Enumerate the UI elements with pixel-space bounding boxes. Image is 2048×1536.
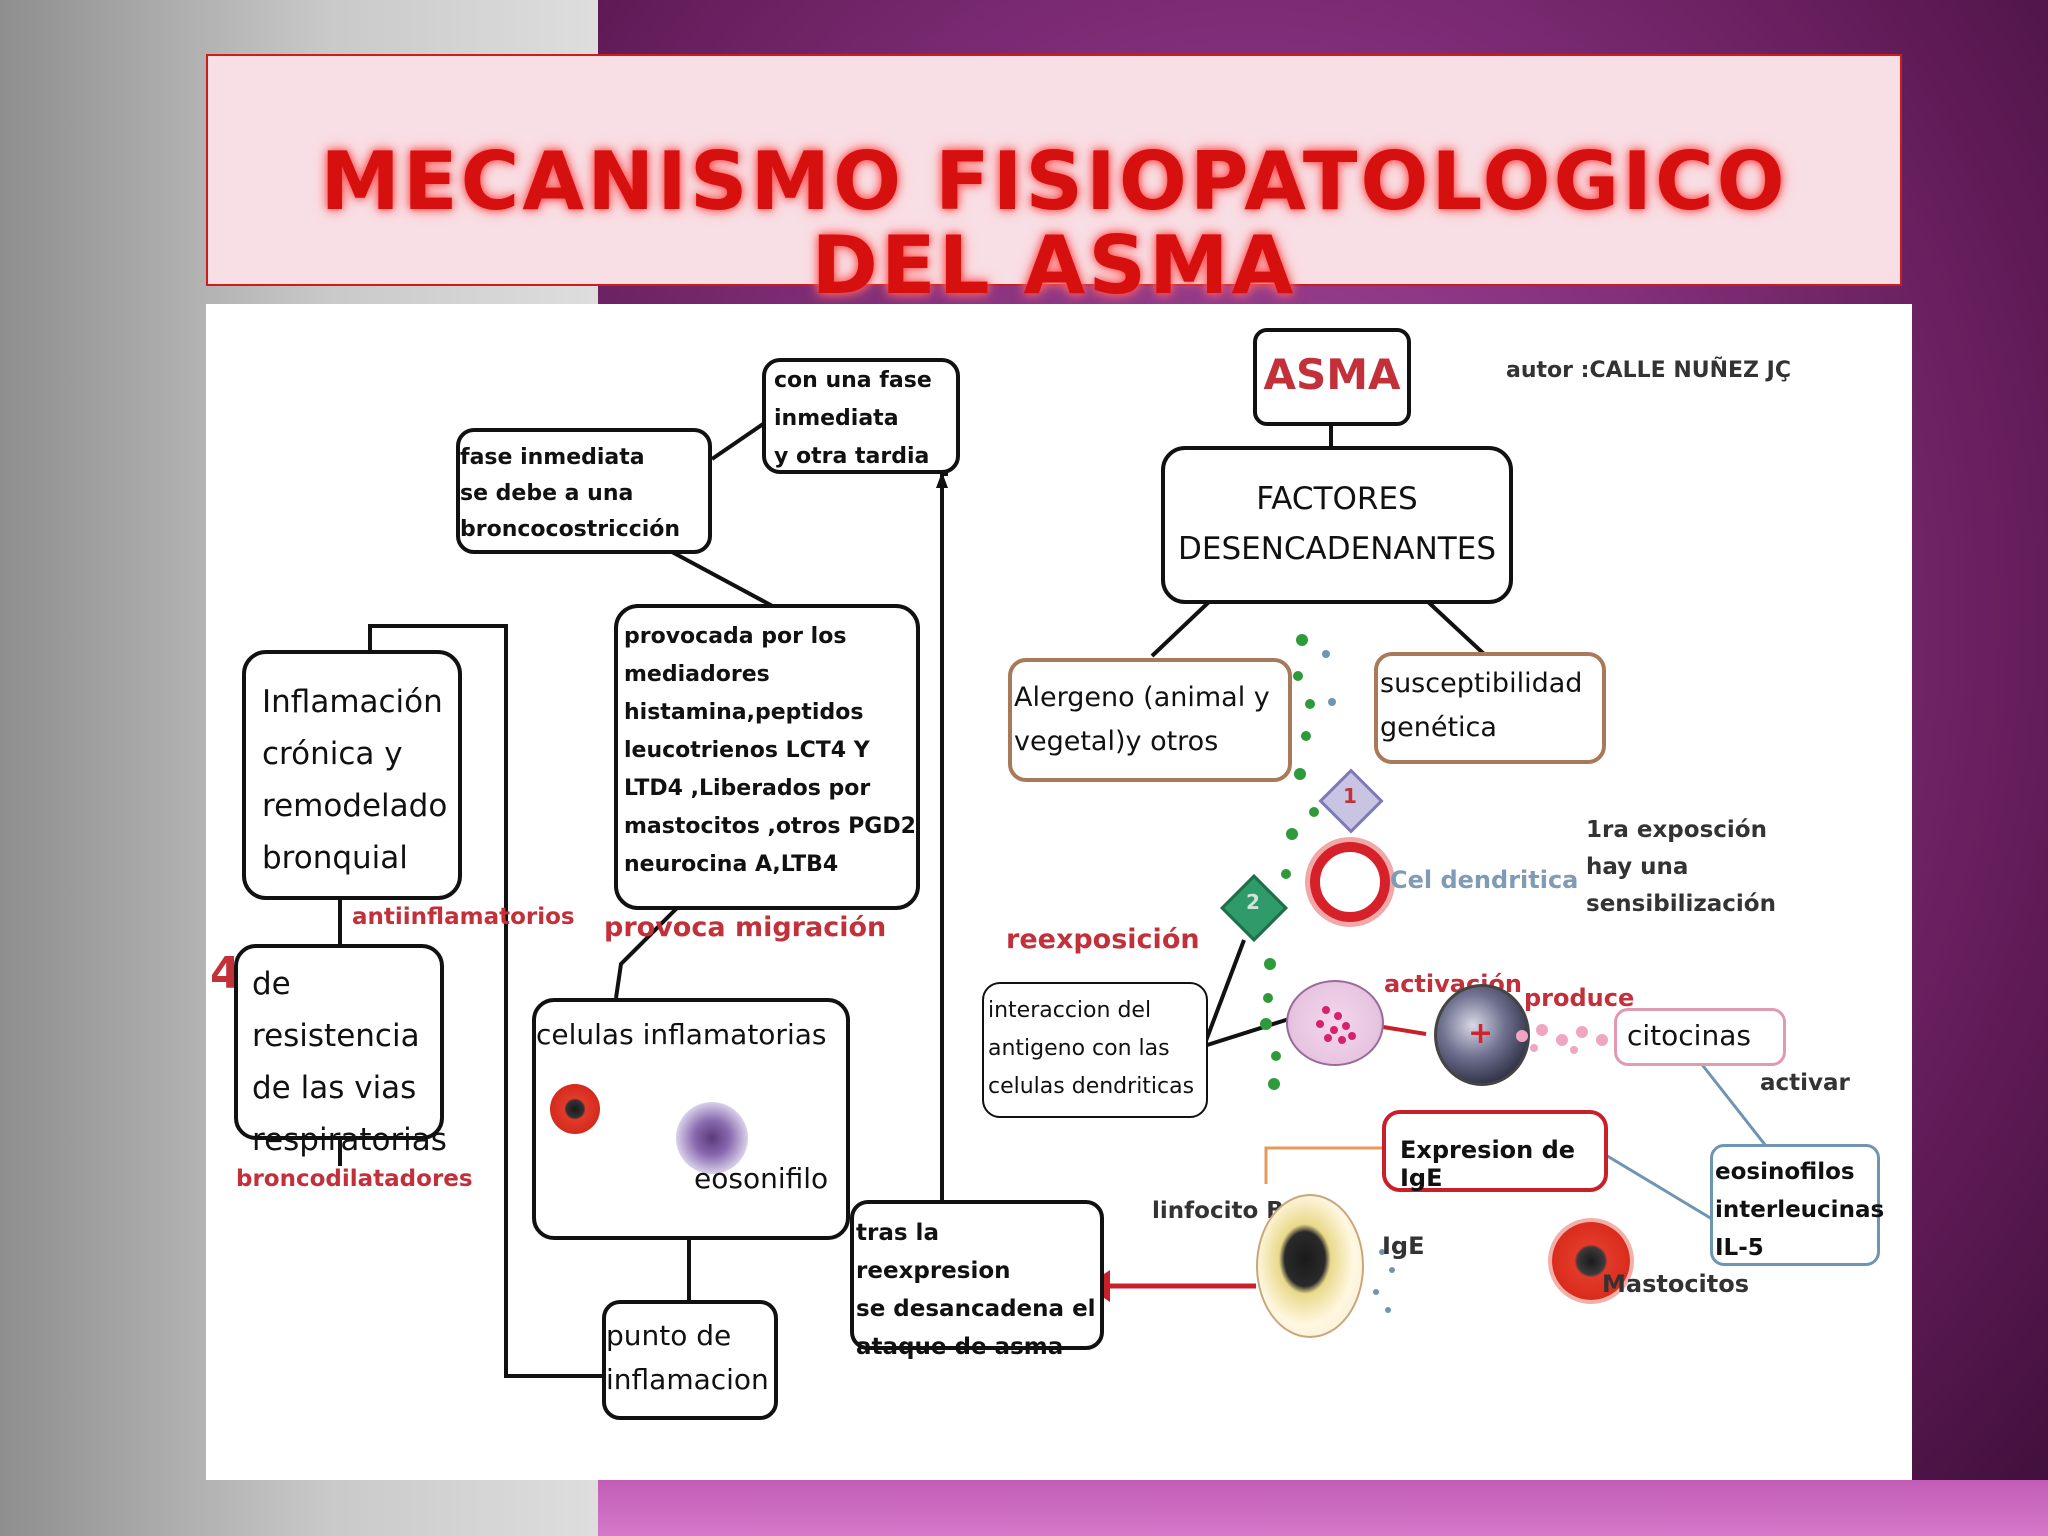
expresion-ige-box: Expresion de IgE bbox=[1382, 1110, 1608, 1192]
citocinas-box: citocinas bbox=[1614, 1008, 1786, 1066]
provocada-box: provocada por los mediadores histamina,p… bbox=[614, 604, 920, 910]
antigen-cell-dots bbox=[1286, 980, 1380, 1062]
line-citocinas-eosinofilos bbox=[1700, 1062, 1766, 1146]
line-fase-con-fase bbox=[712, 422, 766, 459]
asma-box: ASMA bbox=[1253, 328, 1411, 426]
factores-box: FACTORES DESENCADENANTES bbox=[1161, 446, 1513, 604]
diagram-panel: ASMA autor :CALLE NUÑEZ JÇ FACTORES DESE… bbox=[206, 304, 1912, 1480]
tras-box: tras la reexpresion se desancadena el at… bbox=[850, 1200, 1104, 1350]
line-factores-susceptibilidad bbox=[1426, 600, 1484, 654]
interaccion-label: interaccion del antigeno con las celulas… bbox=[988, 992, 1194, 1106]
activated-cell-cross: + bbox=[1468, 1016, 1493, 1051]
mastocito-small-icon bbox=[550, 1084, 600, 1134]
exposicion-label: 1ra exposción hay una sensibilización bbox=[1586, 812, 1776, 923]
eosinofilos-box: eosinofilos interleucinas IL-5 bbox=[1710, 1144, 1880, 1266]
line-expresion-eosinofilos bbox=[1604, 1154, 1712, 1219]
expresion-ige-label: Expresion de IgE bbox=[1400, 1136, 1604, 1192]
reexposicion-label: reexposición bbox=[1006, 924, 1200, 955]
broncodilatadores-label: broncodilatadores bbox=[236, 1166, 473, 1192]
tras-label: tras la reexpresion se desancadena el at… bbox=[856, 1214, 1100, 1366]
line-fase-provocada bbox=[672, 552, 778, 609]
cel-dendritica-label: Cel dendritica bbox=[1390, 866, 1578, 894]
line-interaccion-marker2 bbox=[1204, 940, 1244, 1046]
inflamacion-cronica-box: Inflamación crónica y remodelado bronqui… bbox=[242, 650, 462, 900]
slide-title: MECANISMO FISIOPATOLOGICO DEL ASMA bbox=[206, 140, 1902, 308]
susceptibilidad-box: susceptibilidad genética bbox=[1374, 652, 1606, 764]
eosinofilos-label: eosinofilos interleucinas IL-5 bbox=[1715, 1153, 1884, 1267]
line-interaccion-cell bbox=[1204, 1019, 1289, 1046]
provocada-label: provocada por los mediadores histamina,p… bbox=[624, 618, 916, 884]
line-tras-con-fase bbox=[942, 474, 948, 1204]
resistencia-label: de resistencia de las vias respiratorias bbox=[252, 958, 447, 1166]
mastocitos-label: Mastocitos bbox=[1602, 1270, 1749, 1298]
ige-label: IgE bbox=[1382, 1232, 1425, 1260]
author-label: autor :CALLE NUÑEZ JÇ bbox=[1506, 358, 1791, 383]
alergeno-label: Alergeno (animal y vegetal)y otros bbox=[1014, 676, 1270, 764]
celulas-inflamatorias-box: celulas inflamatorias eosonifilo bbox=[532, 998, 850, 1240]
interaccion-box: interaccion del antigeno con las celulas… bbox=[982, 982, 1208, 1118]
line-linfocito-bracket bbox=[1266, 1148, 1384, 1184]
punto-inflamacion-box: punto de inflamacion bbox=[602, 1300, 778, 1420]
con-una-fase-label: con una fase inmediata y otra tardia bbox=[774, 362, 932, 476]
resistencia-box: de resistencia de las vias respiratorias bbox=[234, 944, 444, 1140]
celulas-inflamatorias-label: celulas inflamatorias bbox=[536, 1018, 826, 1051]
activar-label: activar bbox=[1760, 1070, 1850, 1096]
fase-inmediata-box: fase inmediata se debe a una broncocostr… bbox=[456, 428, 712, 554]
background-bottom-strip bbox=[598, 1480, 2048, 1536]
asma-label: ASMA bbox=[1257, 350, 1407, 399]
dendritic-cell-icon bbox=[1310, 842, 1390, 922]
citocinas-label: citocinas bbox=[1627, 1019, 1751, 1052]
marker-2-label: 2 bbox=[1246, 890, 1260, 914]
cytokine-particles bbox=[1512, 1010, 1622, 1060]
fase-inmediata-label: fase inmediata se debe a una broncocostr… bbox=[460, 440, 680, 548]
line-factores-alergeno bbox=[1152, 600, 1211, 656]
punto-inflamacion-label: punto de inflamacion bbox=[606, 1314, 769, 1402]
produce-label: produce bbox=[1524, 984, 1634, 1012]
marker-1-label: 1 bbox=[1343, 784, 1357, 808]
linfocito-b-icon bbox=[1256, 1194, 1364, 1338]
susceptibilidad-label: susceptibilidad genética bbox=[1380, 662, 1582, 750]
antiinflamatorios-label: antiinflamatorios bbox=[352, 904, 575, 930]
factores-label: FACTORES DESENCADENANTES bbox=[1165, 474, 1509, 574]
provoca-migracion-label: provoca migración bbox=[604, 912, 886, 943]
con-una-fase-box: con una fase inmediata y otra tardia bbox=[762, 358, 960, 474]
linfocito-b-label: linfocito B bbox=[1152, 1198, 1284, 1224]
eosonifilo-label: eosonifilo bbox=[694, 1162, 828, 1195]
inflamacion-cronica-label: Inflamación crónica y remodelado bronqui… bbox=[262, 676, 447, 884]
alergeno-box: Alergeno (animal y vegetal)y otros bbox=[1008, 658, 1292, 782]
